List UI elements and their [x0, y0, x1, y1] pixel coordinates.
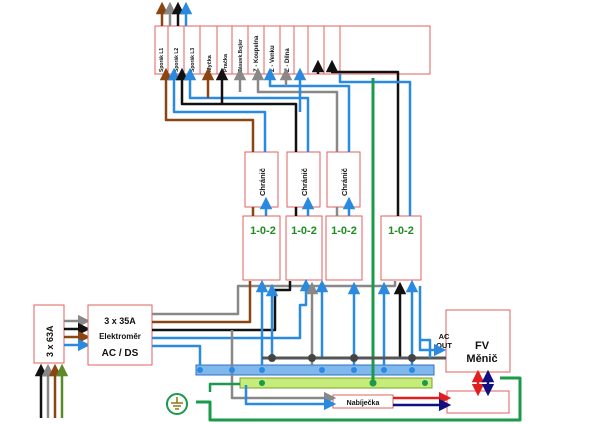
switch-label-3: 1-0-2 — [331, 225, 357, 237]
electricity-meter-box — [87, 304, 153, 366]
main-breaker-box — [33, 304, 65, 364]
rcd-label-2: Chránič — [300, 168, 309, 196]
supply-arrows — [34, 363, 69, 418]
circuit-label-3: Sporák L3 — [190, 48, 196, 72]
ac-out-line2: OUT — [436, 341, 452, 350]
ground-icon — [166, 393, 188, 415]
switch-box-4 — [380, 215, 422, 281]
pe-busbar — [239, 377, 433, 389]
inverter-title-line1: FV — [475, 340, 490, 352]
switch-box-1 — [242, 215, 281, 281]
circuit-label-9: Z - Dílna — [285, 48, 291, 72]
switch-label-4: 1-0-2 — [388, 225, 414, 237]
circuit-terminal-block — [154, 25, 431, 75]
switch-box-3 — [325, 215, 363, 281]
circuit-label-2: Sporák L2 — [174, 48, 180, 72]
circuit-label-7: Z - Koupelna — [254, 35, 260, 72]
switch-boxes: 1-0-2 1-0-2 1-0-2 1-0-2 — [242, 215, 422, 281]
circuit-label-8: Z - Venku — [270, 45, 276, 72]
meter-type: AC / DS — [102, 348, 139, 359]
switch-label-1: 1-0-2 — [250, 225, 276, 237]
main-breaker-label: 3 x 63A — [45, 325, 55, 357]
circuit-labels: Sporák L1 Sporák L2 Sporák L3 Myčka Prač… — [159, 35, 291, 72]
rcd-label-1: Chránič — [258, 168, 267, 196]
meter-name: Elektroměr — [99, 332, 141, 341]
ac-out-line1: AC — [439, 332, 450, 341]
circuit-label-6: Zásuvk.Bojler — [238, 39, 244, 72]
rcd-label-3: Chránič — [340, 168, 349, 196]
charger-label: Nabíječka — [347, 400, 380, 407]
terminal-dots — [197, 354, 428, 387]
circuit-label-1: Sporák L1 — [159, 48, 165, 72]
fv-inverter-box — [445, 309, 511, 373]
rcd-boxes: Chránič Chránič Chránič — [244, 151, 361, 208]
switch-label-2: 1-0-2 — [291, 225, 317, 237]
neutral-busbar — [195, 364, 435, 376]
circuit-label-5: Pračka — [223, 53, 229, 72]
inverter-title-line2: Měnič — [466, 353, 497, 365]
meter-rating: 3 x 35A — [104, 316, 136, 326]
battery-box — [446, 390, 510, 414]
switch-box-2 — [285, 215, 323, 281]
circuit-label-4: Myčka — [207, 54, 213, 72]
outgoing-arrows — [155, 1, 193, 26]
breaker-to-meter-arrows — [64, 314, 91, 352]
